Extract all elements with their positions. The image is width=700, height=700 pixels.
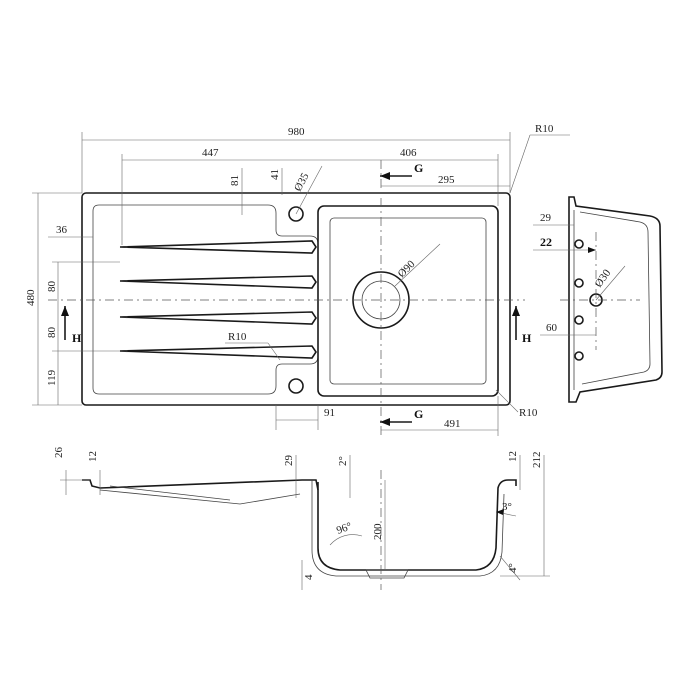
bowl-section xyxy=(317,479,517,571)
tap-hole-bottom xyxy=(288,378,304,394)
dim-side-rim-22: 22 xyxy=(540,235,552,249)
dim-bowl-offset: 295 xyxy=(438,174,455,186)
dim-radius-top: R10 xyxy=(535,123,554,135)
section-label-g-top: G xyxy=(414,161,423,175)
dim-section-angle-4: 4° xyxy=(507,563,519,573)
dim-bottom-hole-offset: 91 xyxy=(324,407,335,419)
drainer-inner-edge xyxy=(92,204,319,395)
section-label-h-left: H xyxy=(72,331,82,345)
drainer-rib xyxy=(119,311,317,325)
dim-side-rim-29: 29 xyxy=(540,212,552,224)
dim-radius-bottom: R10 xyxy=(519,407,538,419)
overflow-slot xyxy=(574,278,584,288)
bowl-outer xyxy=(317,205,499,397)
tap-hole-top xyxy=(288,206,304,222)
dim-drainer-width: 447 xyxy=(202,147,219,159)
side-profile-outer xyxy=(568,196,663,403)
section-view: 26 12 29 2° 12 212 200 96° 3° 4 4° xyxy=(53,447,550,590)
sink-outline xyxy=(81,192,511,406)
dim-section-29: 29 xyxy=(283,455,295,467)
dim-section-angle-3: 3° xyxy=(502,501,512,513)
dim-section-4-left: 4 xyxy=(303,574,315,580)
dim-bowl-width: 491 xyxy=(444,418,461,430)
dim-hole-offset-x: 81 xyxy=(229,175,241,186)
dim-section-depth: 200 xyxy=(372,523,384,540)
overflow-slot xyxy=(574,315,584,325)
section-label-h-right: H xyxy=(522,331,532,345)
dim-section-212: 212 xyxy=(531,452,543,469)
dim-section-26: 26 xyxy=(53,447,65,459)
dim-section-12-left: 12 xyxy=(87,451,99,462)
dim-rim-width: 36 xyxy=(56,224,68,236)
dim-section-angle-96: 96° xyxy=(335,520,354,537)
drainer-rib xyxy=(119,345,317,359)
drainer-section xyxy=(82,479,319,491)
top-view: 980 R10 447 406 295 81 41 Ø35 G G Ø90 xyxy=(25,123,570,436)
drainer-rib xyxy=(119,240,317,254)
dim-section-angle-2: 2° xyxy=(337,456,349,466)
dim-section-12-right: 12 xyxy=(507,451,519,462)
dim-bottom-offset: 119 xyxy=(46,369,58,386)
section-label-g-bottom: G xyxy=(414,407,423,421)
dim-rib-spacing-2: 80 xyxy=(46,327,58,339)
side-profile-inner xyxy=(579,211,651,385)
bowl-inner xyxy=(329,217,487,385)
drainer-rib xyxy=(119,275,317,289)
dim-rib-spacing-1: 80 xyxy=(46,281,58,293)
overflow-slot xyxy=(574,239,584,249)
dim-bowl-section: 406 xyxy=(400,147,417,159)
dim-hole-offset-y: 41 xyxy=(269,169,281,180)
dim-height: 480 xyxy=(25,289,37,306)
dim-waste-dia: Ø90 xyxy=(396,258,418,280)
overflow-slot xyxy=(574,351,584,361)
dim-side-offset-60: 60 xyxy=(546,322,558,334)
side-view: 29 22 Ø30 60 xyxy=(533,196,663,403)
dim-radius-inner: R10 xyxy=(228,331,247,343)
dim-overall-width: 980 xyxy=(288,126,305,138)
